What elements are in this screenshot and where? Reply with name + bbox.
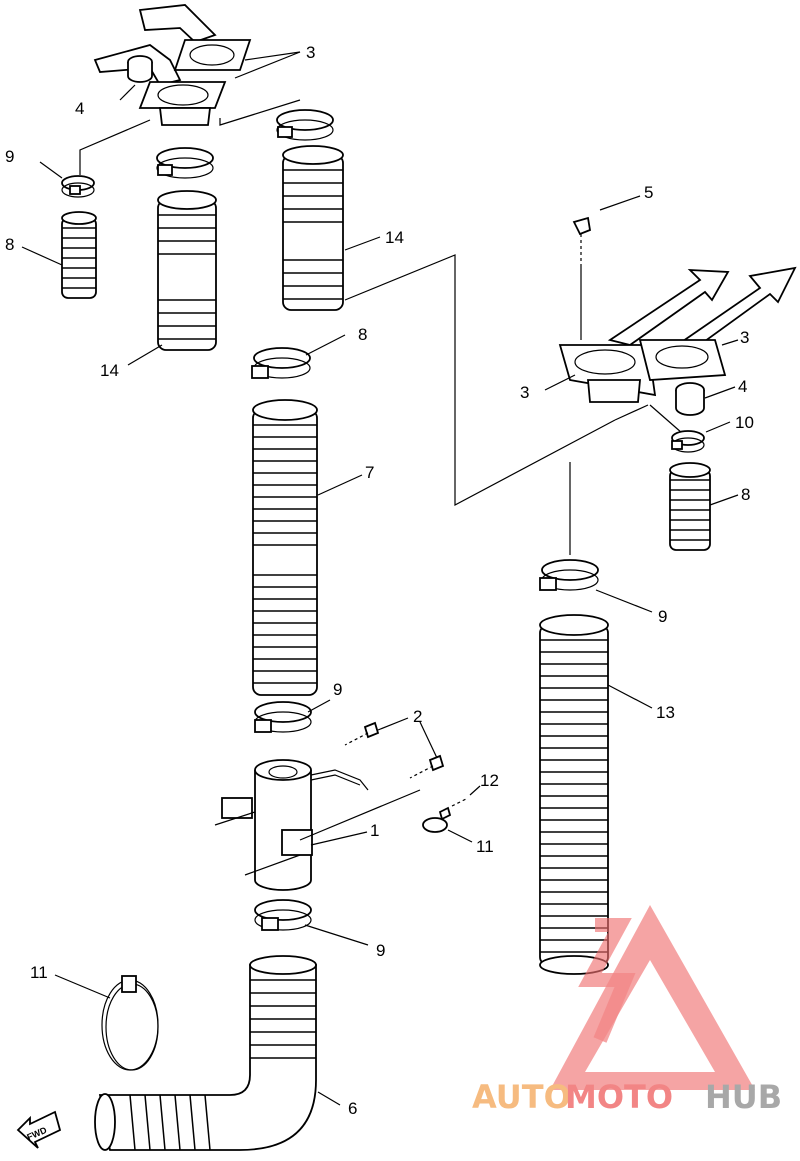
clip-11-small	[422, 797, 469, 833]
callout-3-top: 3	[306, 43, 315, 62]
vent-assembly-top-left	[93, 4, 252, 126]
clamp-10-left	[61, 175, 95, 198]
callout-3-right-lower: 3	[520, 383, 529, 402]
hose-8-left	[61, 211, 97, 299]
callout-6: 6	[348, 1099, 357, 1118]
callout-14-right: 14	[385, 228, 404, 247]
callout-1: 1	[370, 821, 379, 840]
callout-4-right: 4	[738, 377, 747, 396]
hose-13	[539, 614, 609, 975]
screws-2	[344, 721, 445, 779]
callout-9-lower: 9	[376, 941, 385, 960]
band-11-large	[101, 975, 159, 1071]
callout-10-left: 9	[5, 147, 14, 166]
callout-11-small: 11	[476, 837, 494, 856]
callout-8-right: 8	[741, 485, 750, 504]
hose-7	[252, 399, 318, 696]
callout-9-right: 9	[658, 607, 667, 626]
callout-7: 7	[365, 463, 374, 482]
callout-3-right-upper: 3	[740, 328, 749, 347]
hose-14-right	[282, 145, 344, 311]
clamp-9-lower	[254, 899, 312, 931]
clamp-9-upper	[251, 347, 311, 379]
housing-1	[214, 759, 421, 891]
watermark-logo-triangle	[550, 905, 755, 1090]
automotohub-watermark: AUTO MOTO HUB	[472, 905, 782, 1116]
callout-9-upper: 8	[358, 325, 367, 344]
clamp-top-left	[156, 147, 214, 179]
callout-11-large: 11	[30, 963, 48, 982]
callout-9-middle: 9	[333, 680, 342, 699]
clamp-9-middle	[254, 701, 312, 733]
callout-13: 13	[656, 703, 675, 722]
watermark-moto: MOTO	[565, 1078, 673, 1116]
watermark-hub: HUB	[705, 1078, 782, 1116]
callout-10-right: 10	[735, 413, 754, 432]
callout-14-left: 14	[100, 361, 119, 380]
clamp-9-right	[539, 559, 599, 591]
hose-8-right	[669, 462, 711, 551]
clamp-10-right	[671, 430, 705, 453]
callout-12: 12	[480, 771, 499, 790]
callout-5: 5	[644, 183, 653, 202]
clamp-top-right	[276, 109, 334, 141]
watermark-auto: AUTO	[472, 1078, 571, 1116]
callout-4-top-left: 4	[75, 99, 84, 118]
callout-2: 2	[413, 707, 422, 726]
vent-assembly-right	[558, 216, 797, 416]
hose-6	[94, 955, 317, 1151]
callout-8-left: 8	[5, 235, 14, 254]
hose-14-left	[157, 190, 217, 351]
fwd-arrow: FWD	[16, 1110, 62, 1149]
